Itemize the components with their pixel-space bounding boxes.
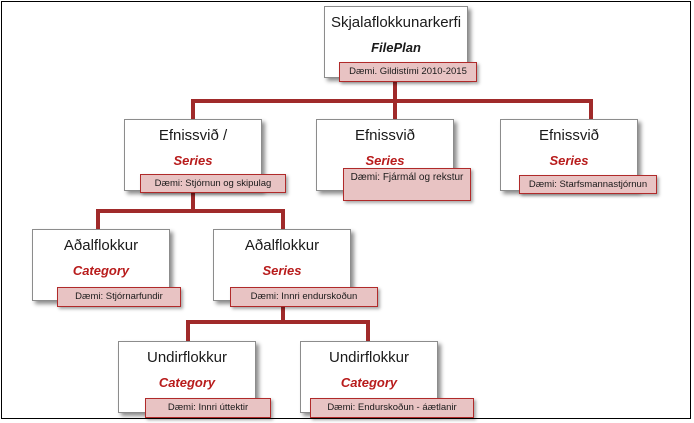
sub-2-example-tag: Dæmi: Endurskoðun - áætlanir xyxy=(310,398,474,418)
main-2-subtitle: Series xyxy=(262,263,302,278)
series-2-title: Efnissvið xyxy=(354,127,416,144)
sub-2-subtitle: Category xyxy=(340,375,398,390)
series-3-example-tag: Dæmi: Starfsmannastjórnun xyxy=(519,175,657,194)
series-2-example-tag: Dæmi: Fjármál og rekstur xyxy=(343,168,471,201)
connector-series1-main xyxy=(96,190,285,231)
series-3-subtitle: Series xyxy=(549,153,589,168)
series-1-title: Efnissvið / xyxy=(158,127,228,144)
main-2-example-tag: Dæmi: Innri endurskoðun xyxy=(230,287,378,307)
main-1-subtitle: Category xyxy=(72,263,130,278)
sub-1-subtitle: Category xyxy=(158,375,216,390)
series-1-example-tag: Dæmi: Stjórnun og skipulag xyxy=(140,174,286,193)
connector-root-series xyxy=(191,81,593,121)
sub-2-title: Undirflokkur xyxy=(328,349,410,366)
main-1-example-tag: Dæmi: Stjórnarfundir xyxy=(57,287,181,307)
main-2-title: Aðalflokkur xyxy=(244,237,320,254)
root-subtitle: FilePlan xyxy=(371,40,421,55)
series-1-subtitle: Series xyxy=(173,153,213,168)
sub-1-title: Undirflokkur xyxy=(146,349,228,366)
connector-main2-sub xyxy=(186,299,370,343)
sub-1-example-tag: Dæmi: Innri úttektir xyxy=(145,398,271,418)
series-3-title: Efnissvið xyxy=(538,127,600,144)
root-title: Skjalaflokkunarkerfi xyxy=(330,14,462,31)
main-1-title: Aðalflokkur xyxy=(63,237,139,254)
root-example-tag: Dæmi. Gildistími 2010-2015 xyxy=(339,62,477,82)
series-2-subtitle: Series xyxy=(365,153,405,168)
